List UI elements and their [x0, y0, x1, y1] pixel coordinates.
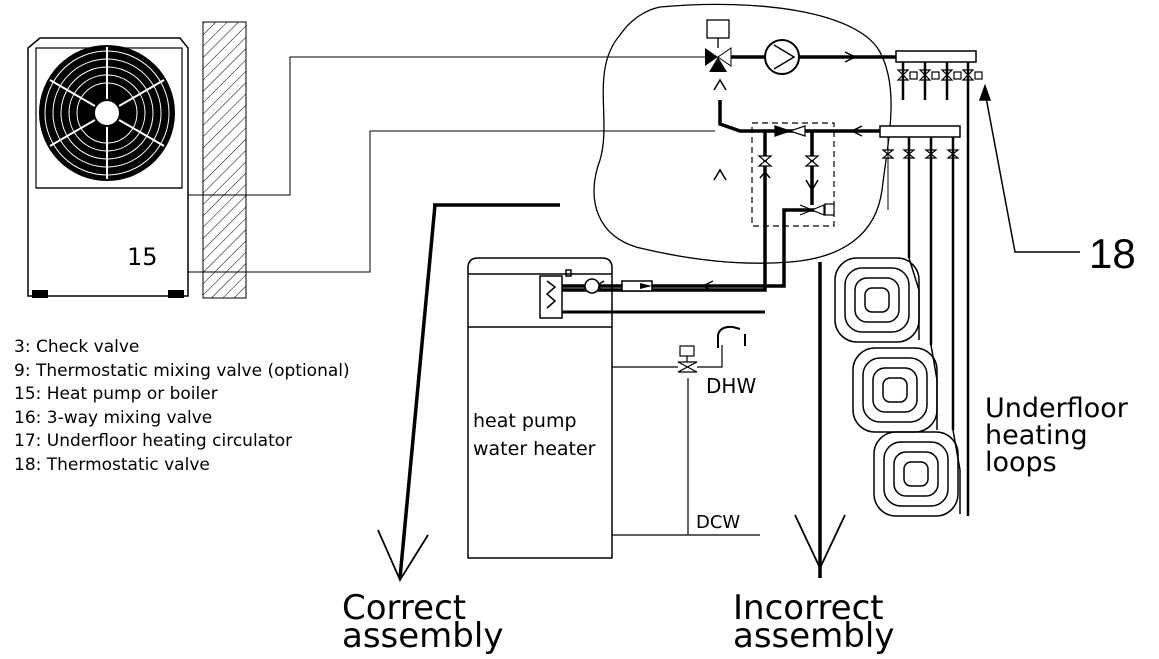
correct-assembly-arrow: [377, 204, 437, 582]
legend-item: 17: Underfloor heating circulator: [14, 431, 293, 452]
correct-assembly-outline: [593, 3, 892, 264]
dhw-label: DHW: [706, 374, 757, 398]
underfloor-label-2: heating: [985, 420, 1088, 451]
heat-pump-pipes: [188, 56, 715, 273]
heater-coil-pipes: [562, 284, 765, 314]
legend-item: 15: Heat pump or boiler: [14, 384, 218, 405]
heat-pump-unit: [27, 37, 189, 298]
correct-assembly-label-1: Correct: [342, 588, 467, 628]
circulator-pump-icon: [764, 39, 800, 75]
water-heater-label-2: water heater: [473, 438, 596, 460]
mixing-valve-icon: [677, 345, 698, 373]
unit-number-label: 15: [127, 243, 158, 271]
legend-item: 16: 3-way mixing valve: [14, 407, 213, 428]
heater-pump-icon: [584, 278, 653, 294]
legend-item: 18: Thermostatic valve: [14, 454, 210, 475]
legend: 3: Check valve 9: Thermostatic mixing va…: [14, 336, 350, 478]
thermostatic-callout-line: [978, 83, 1080, 253]
fan-icon: [39, 45, 175, 181]
manifolds: [879, 50, 977, 138]
water-heater-label-1: heat pump: [473, 410, 577, 432]
faucet-icon: [717, 325, 746, 348]
supply-pipes: [433, 55, 900, 292]
underfloor-label-3: loops: [985, 447, 1057, 478]
legend-item: 3: Check valve: [14, 337, 140, 357]
three-way-valve-icon: [705, 19, 732, 72]
manifold-branches: [887, 62, 970, 430]
incorrect-assembly-label-2: assembly: [733, 616, 895, 656]
dhw-dcw-plumbing: [612, 345, 760, 536]
dcw-label: DCW: [696, 512, 741, 533]
legend-item: 9: Thermostatic mixing valve (optional): [14, 360, 350, 381]
incorrect-assembly-label-1: Incorrect: [733, 588, 884, 628]
correct-assembly-label-2: assembly: [342, 616, 504, 656]
mixing-module-box: [751, 122, 835, 227]
module-valve-icons: [757, 125, 835, 216]
thermostatic-callout-label: 18: [1089, 230, 1136, 277]
underfloor-loop-icons: [834, 100, 970, 517]
water-heater-tank: [467, 257, 613, 559]
incorrect-assembly-arrow: [794, 262, 846, 578]
underfloor-label-1: Underfloor: [985, 393, 1128, 424]
flow-arrows: [594, 51, 863, 292]
wall-hatch: [202, 21, 247, 299]
